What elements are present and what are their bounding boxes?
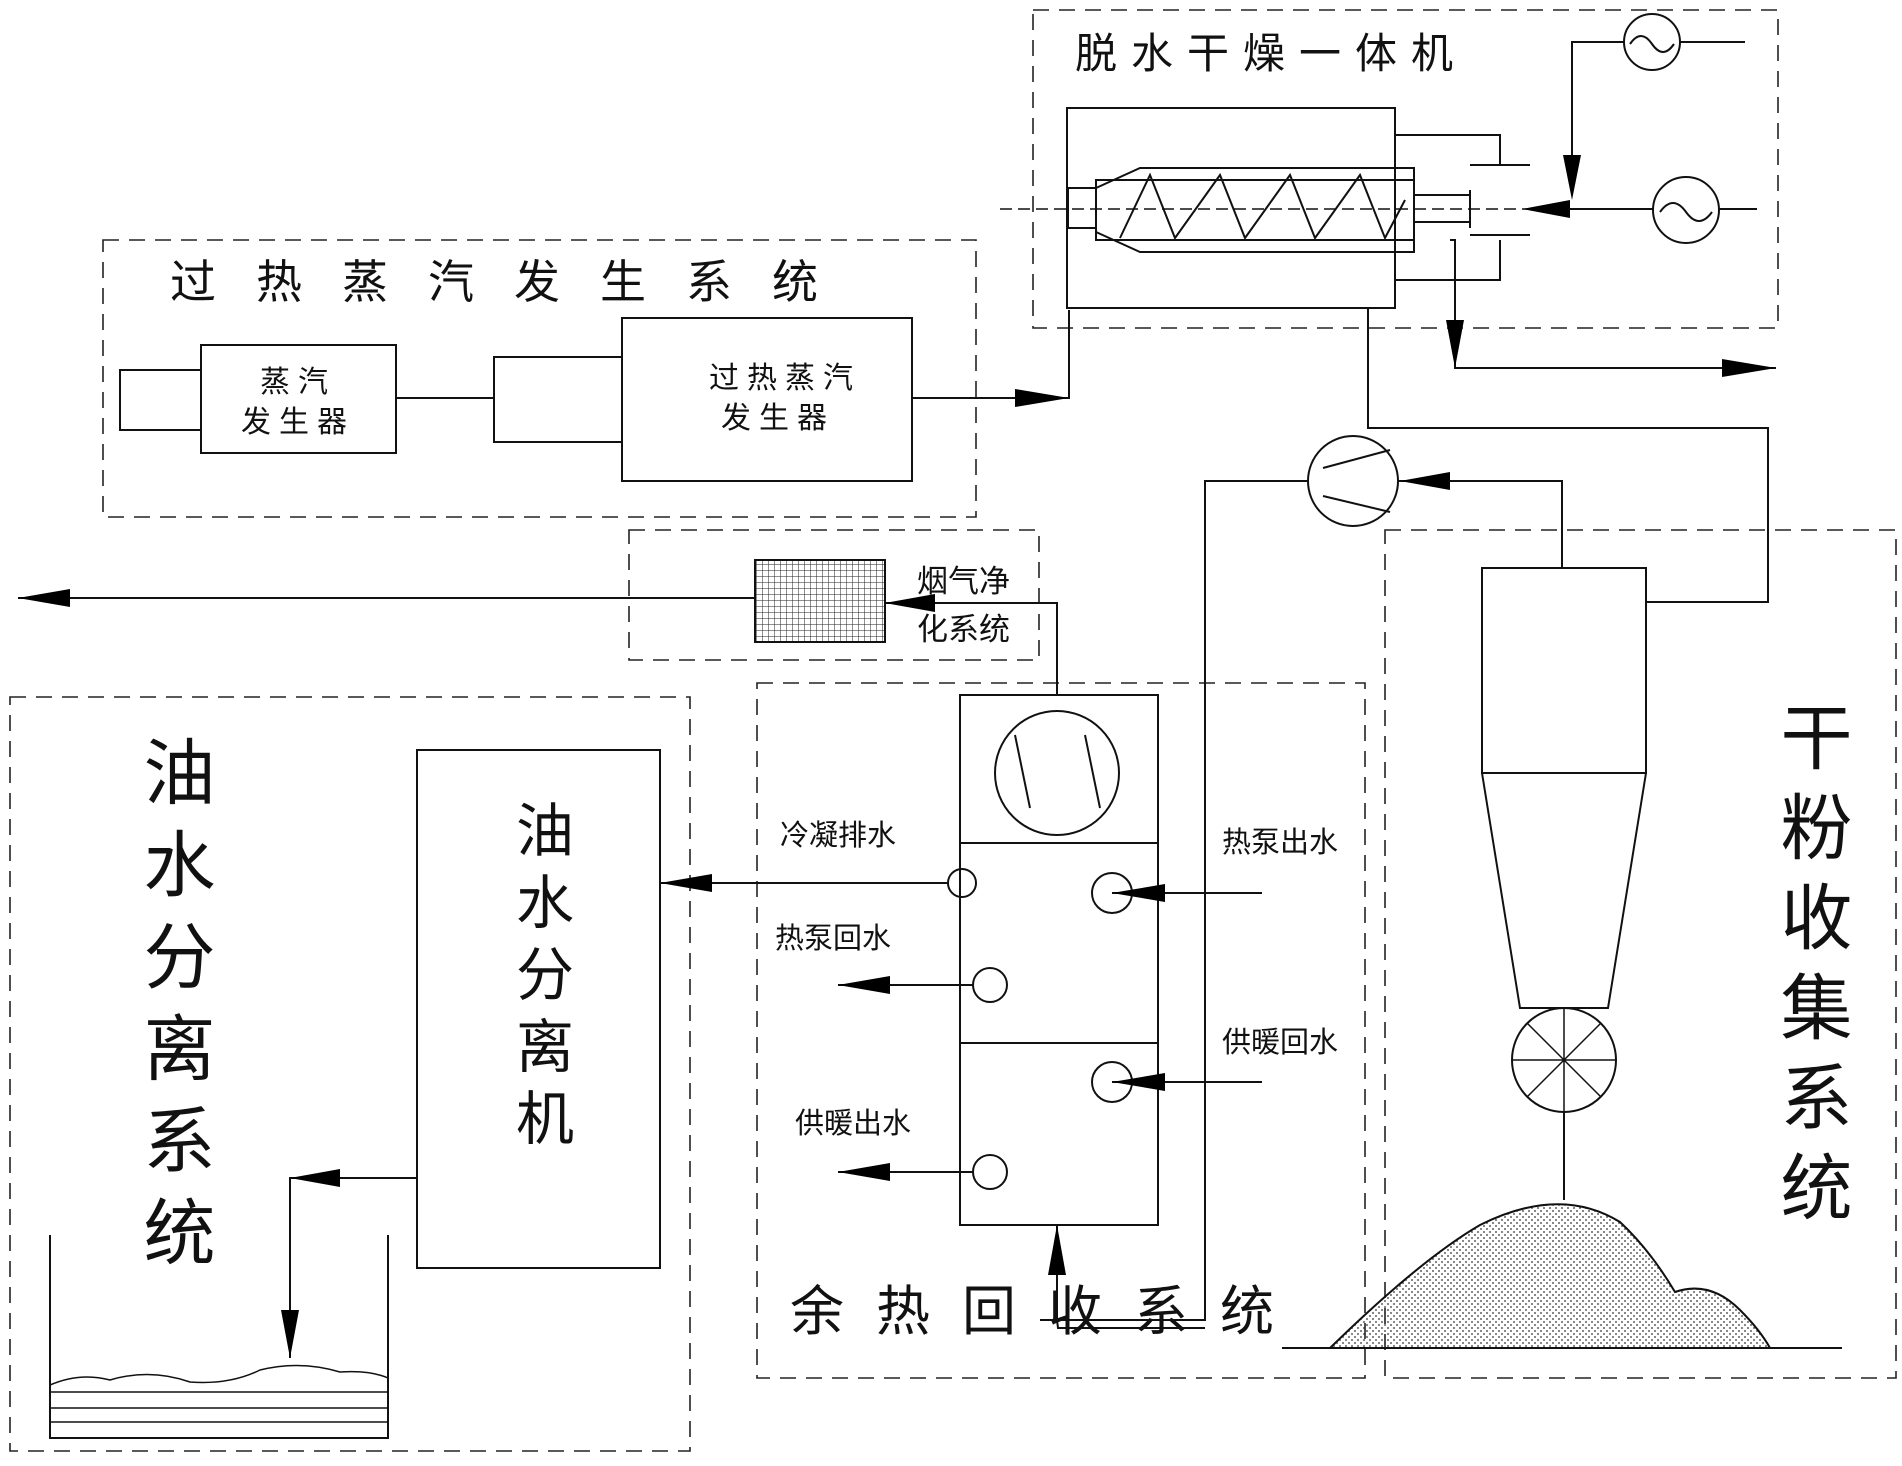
heating-medium-arrow-down <box>1563 155 1581 200</box>
oil-water-separation-title: 油水分离系统 <box>131 735 215 1287</box>
steam-flow-arrow <box>1015 389 1069 407</box>
separator-outlet-arrow-left <box>290 1169 340 1187</box>
recovery-return-arrow <box>1048 1225 1066 1275</box>
discharge-arrow-down <box>1446 320 1464 368</box>
steam-generator: 蒸汽 发生器 <box>119 344 397 454</box>
superheated-steam-generator: 过热蒸汽 发生器 <box>621 317 913 482</box>
flue-gas-purification-boundary <box>628 529 1040 661</box>
superheated-steam-pipe <box>912 310 1070 399</box>
superheated-steam-generator-label-line1: 过热蒸汽 <box>709 361 861 396</box>
dry-powder-collection-title: 干粉收集系统 <box>1768 700 1852 1240</box>
steam-generation-system-boundary <box>102 239 977 518</box>
condensate-drain-arrow <box>660 874 712 892</box>
collection-tank <box>49 1235 389 1439</box>
superheated-steam-generator-label-line2: 发生器 <box>721 401 835 436</box>
discharge-arrow-right <box>1722 359 1776 377</box>
separator-outlet-line <box>289 1177 417 1358</box>
oil-water-separation-boundary <box>9 696 691 1452</box>
dewatering-dryer-unit <box>1000 107 1530 309</box>
screw-conveyor <box>1119 172 1406 241</box>
heat-pump-unit <box>947 694 1159 1226</box>
steam-generation-system-title: 过热蒸汽发生系统 <box>170 255 858 309</box>
steam-generator-label-line2: 发生器 <box>241 405 355 440</box>
fan-inlet-arrow <box>1400 472 1450 490</box>
dryer-discharge-line <box>1450 239 1776 369</box>
filter-inlet-arrow <box>885 594 935 612</box>
heating-medium-line <box>1571 41 1624 180</box>
fan-to-recovery-line <box>1040 480 1308 1321</box>
heating-outlet-label: 供暖出水 <box>795 1106 911 1140</box>
recovery-to-filter-line <box>885 602 1058 695</box>
waste-heat-recovery-title: 余热回收系统 <box>790 1280 1306 1343</box>
heating-outlet-arrow <box>838 1163 890 1181</box>
exhaust-arrow <box>18 589 70 607</box>
flue-gas-purification-title-line2: 化系统 <box>917 612 1010 648</box>
flue-gas-filter <box>754 559 886 643</box>
dry-powder-pile <box>1327 1203 1772 1349</box>
oil-water-separator: 油水分离机 <box>416 749 661 1269</box>
cyclone-separator <box>1481 567 1647 1200</box>
steam-generator-label-line1: 蒸汽 <box>260 365 336 400</box>
dry-powder-collection-boundary <box>1384 529 1897 1379</box>
dewatering-dryer-title: 脱水干燥一体机 <box>1075 29 1467 78</box>
dewatering-dryer-boundary <box>1032 9 1779 329</box>
heating-return-arrow <box>1112 1073 1165 1091</box>
heat-pump-return-arrow <box>838 976 890 994</box>
heat-pump-outlet-arrow <box>1112 884 1165 902</box>
heating-medium-arrow-left <box>1522 200 1570 218</box>
steam-connector-block <box>493 356 623 443</box>
heat-pump-return-label: 热泵回水 <box>775 921 891 955</box>
separator-outlet-arrow-down <box>281 1310 299 1358</box>
collector-return-line <box>1398 480 1563 568</box>
heat-exchanger-bottom <box>1652 176 1720 244</box>
circulation-fan <box>1307 435 1399 527</box>
condensate-drain-label: 冷凝排水 <box>780 818 896 852</box>
flue-gas-purification-title-line1: 烟气净 <box>917 564 1010 600</box>
dryer-to-collector-line <box>1367 308 1769 603</box>
heat-pump-outlet-label: 热泵出水 <box>1222 825 1338 859</box>
heating-return-label: 供暖回水 <box>1222 1025 1338 1059</box>
heat-pump-compressor <box>994 710 1120 836</box>
oil-water-separator-label: 油水分离机 <box>506 800 574 1160</box>
